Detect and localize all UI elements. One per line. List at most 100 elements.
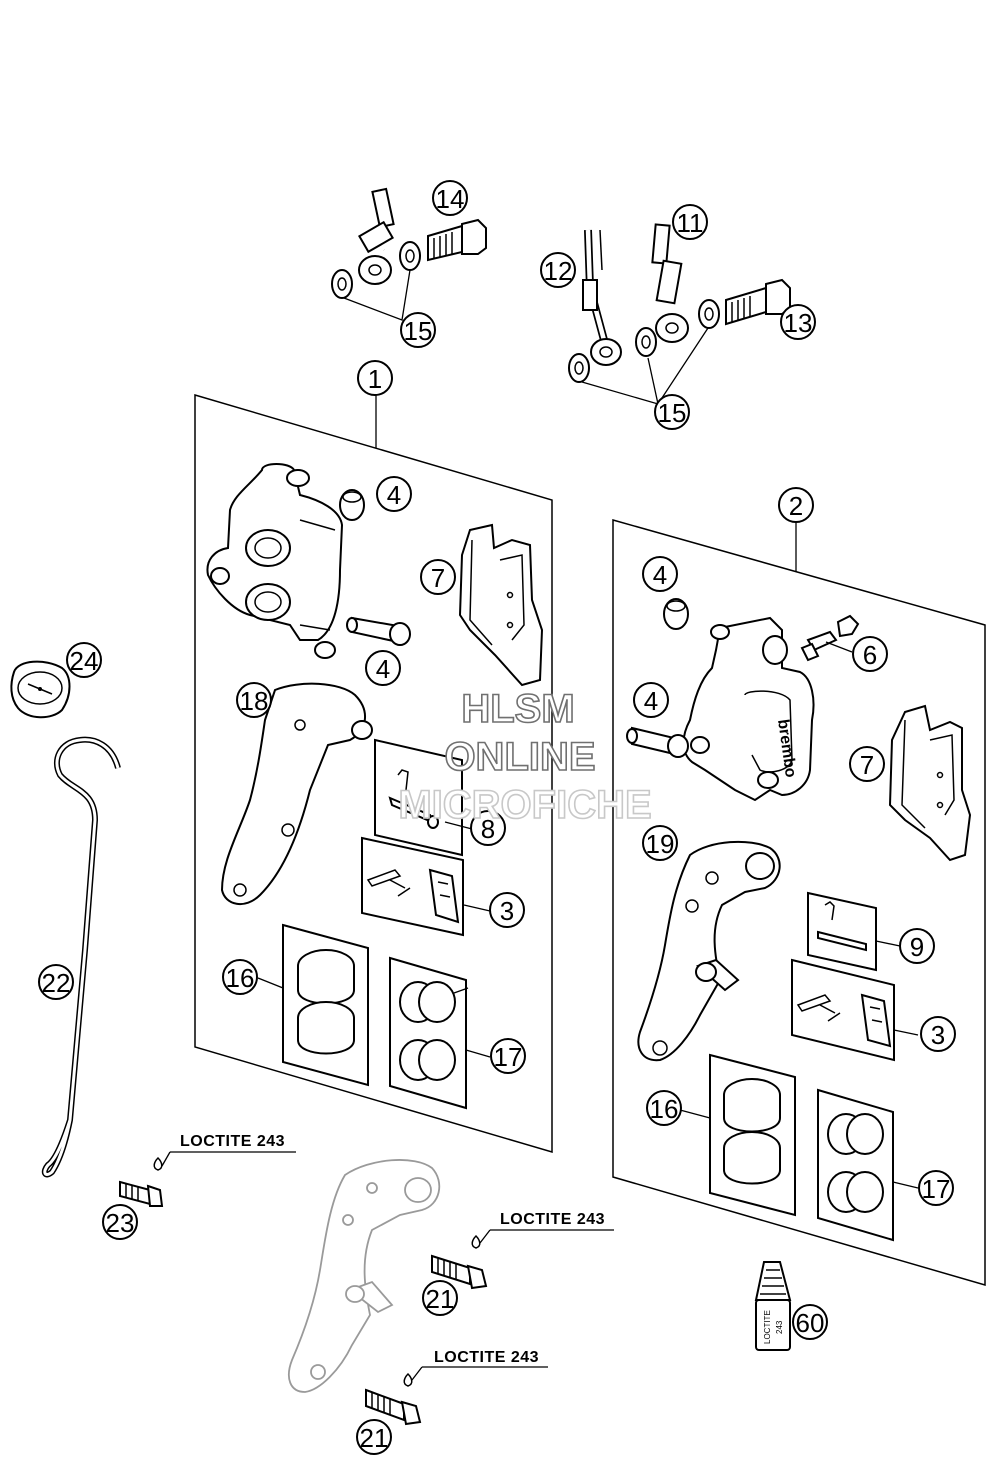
callout-4-caliper2-top: 4: [642, 556, 678, 592]
brake-line-12: [582, 229, 622, 366]
watermark-line-3: MICROFICHE: [398, 783, 651, 827]
callout-16-left: 16: [222, 959, 258, 995]
svg-text:17: 17: [494, 1042, 523, 1072]
callout-12: 12: [540, 252, 576, 288]
svg-text:21: 21: [360, 1423, 389, 1453]
screw-23: [119, 1156, 164, 1207]
tube-text-2: 243: [775, 1320, 784, 1334]
spring-kit-3-box-right: [791, 958, 895, 1062]
loctite-note-1: LOCTITE 243: [180, 1133, 285, 1150]
callout-21-upper: 21: [422, 1280, 458, 1316]
callout-23: 23: [102, 1204, 138, 1240]
loctite-note-3: LOCTITE 243: [434, 1349, 539, 1366]
svg-text:16: 16: [650, 1094, 679, 1124]
callout-8: 8: [470, 810, 506, 846]
plug-4-top-left: [339, 489, 365, 521]
callout-17-right: 17: [918, 1170, 954, 1206]
screw-21-lower: [365, 1372, 422, 1426]
callout-22: 22: [38, 964, 74, 1000]
callout-9: 9: [899, 928, 935, 964]
svg-text:9: 9: [910, 932, 924, 962]
callout-15-right: 15: [654, 394, 690, 430]
svg-text:4: 4: [387, 480, 401, 510]
leader-lines: [161, 269, 919, 1381]
svg-text:60: 60: [796, 1308, 825, 1338]
callout-2: 2: [778, 487, 814, 523]
brake-caliper-2: brembo: [682, 616, 815, 802]
watermark-line-1: HLSM: [461, 687, 574, 731]
svg-text:7: 7: [860, 750, 874, 780]
brake-line-11: [355, 10, 683, 305]
callout-3-right: 3: [920, 1016, 956, 1052]
svg-text:15: 15: [404, 316, 433, 346]
retaining-wire-22: [41, 736, 121, 1178]
pin-kit-9-box: [807, 891, 877, 972]
svg-text:13: 13: [784, 308, 813, 338]
callout-11: 11: [672, 204, 708, 240]
callout-4-caliper1-bottom: 4: [365, 650, 401, 686]
svg-text:2: 2: [789, 491, 803, 521]
seal-kit-17-box-right: [817, 1088, 894, 1242]
grommet-24: [10, 660, 71, 719]
tube-text-1: LOCTITE: [763, 1310, 772, 1344]
washers-15: [331, 241, 720, 383]
spring-kit-3-box-left: [361, 836, 464, 937]
reference-bracket-outline: [288, 1159, 441, 1393]
svg-text:22: 22: [42, 968, 71, 998]
callout-15-left: 15: [400, 312, 436, 348]
banjo-fitting-right: [655, 313, 689, 343]
callout-13: 13: [780, 304, 816, 340]
svg-text:3: 3: [931, 1020, 945, 1050]
brake-pads-7-right: [888, 704, 972, 862]
callout-7-left: 7: [420, 559, 456, 595]
banjo-bolt-13: [725, 278, 791, 326]
loctite-tube-60: LOCTITE 243: [754, 1261, 792, 1351]
svg-text:21: 21: [426, 1284, 455, 1314]
watermark: HLSM ONLINE MICROFICHE: [398, 686, 653, 828]
caliper-assembly-panel-2: [612, 519, 986, 1286]
caliper-bracket-18: [220, 682, 373, 905]
callout-16-right: 16: [646, 1090, 682, 1126]
svg-text:15: 15: [658, 398, 687, 428]
svg-text:23: 23: [106, 1208, 135, 1238]
bleeder-valve-6: [800, 614, 860, 662]
seal-kit-17-box-left: [389, 956, 467, 1110]
svg-text:14: 14: [436, 184, 465, 214]
callout-4-caliper2-bottom: 4: [633, 682, 669, 718]
plug-4-top-right: [663, 598, 689, 630]
callout-14: 14: [432, 180, 468, 216]
svg-text:4: 4: [653, 560, 667, 590]
callout-7-right: 7: [849, 746, 885, 782]
svg-text:19: 19: [646, 829, 675, 859]
svg-text:8: 8: [481, 814, 495, 844]
callout-17-left: 17: [490, 1038, 526, 1074]
svg-text:4: 4: [376, 654, 390, 684]
svg-text:7: 7: [431, 563, 445, 593]
svg-text:16: 16: [226, 963, 255, 993]
callout-21-lower: 21: [356, 1419, 392, 1455]
caliper-bracket-19: [637, 840, 781, 1062]
svg-text:12: 12: [544, 256, 573, 286]
callout-60: 60: [792, 1304, 828, 1340]
banjo-bolt-14: [427, 218, 487, 262]
brake-pads-7-left: [458, 523, 544, 687]
svg-text:17: 17: [922, 1174, 951, 1204]
screw-21-upper: [431, 1234, 488, 1290]
brake-caliper-1: [206, 463, 344, 659]
loctite-notes: LOCTITE 243 LOCTITE 243 LOCTITE 243: [180, 1133, 605, 1366]
piston-kit-16-box-left: [282, 923, 369, 1087]
svg-text:1: 1: [368, 364, 382, 394]
callout-18: 18: [236, 682, 272, 718]
loctite-note-2: LOCTITE 243: [500, 1211, 605, 1228]
callout-19: 19: [642, 825, 678, 861]
svg-text:4: 4: [644, 686, 658, 716]
svg-text:11: 11: [677, 208, 704, 238]
watermark-line-2: ONLINE: [444, 735, 595, 779]
svg-text:6: 6: [863, 640, 877, 670]
banjo-fitting-left: [358, 255, 392, 285]
piston-kit-16-box-right: [709, 1053, 796, 1217]
callout-4-caliper1-top: 4: [376, 476, 412, 512]
pin-4-left: [346, 616, 411, 646]
pin-kit-8-box: [374, 738, 463, 857]
